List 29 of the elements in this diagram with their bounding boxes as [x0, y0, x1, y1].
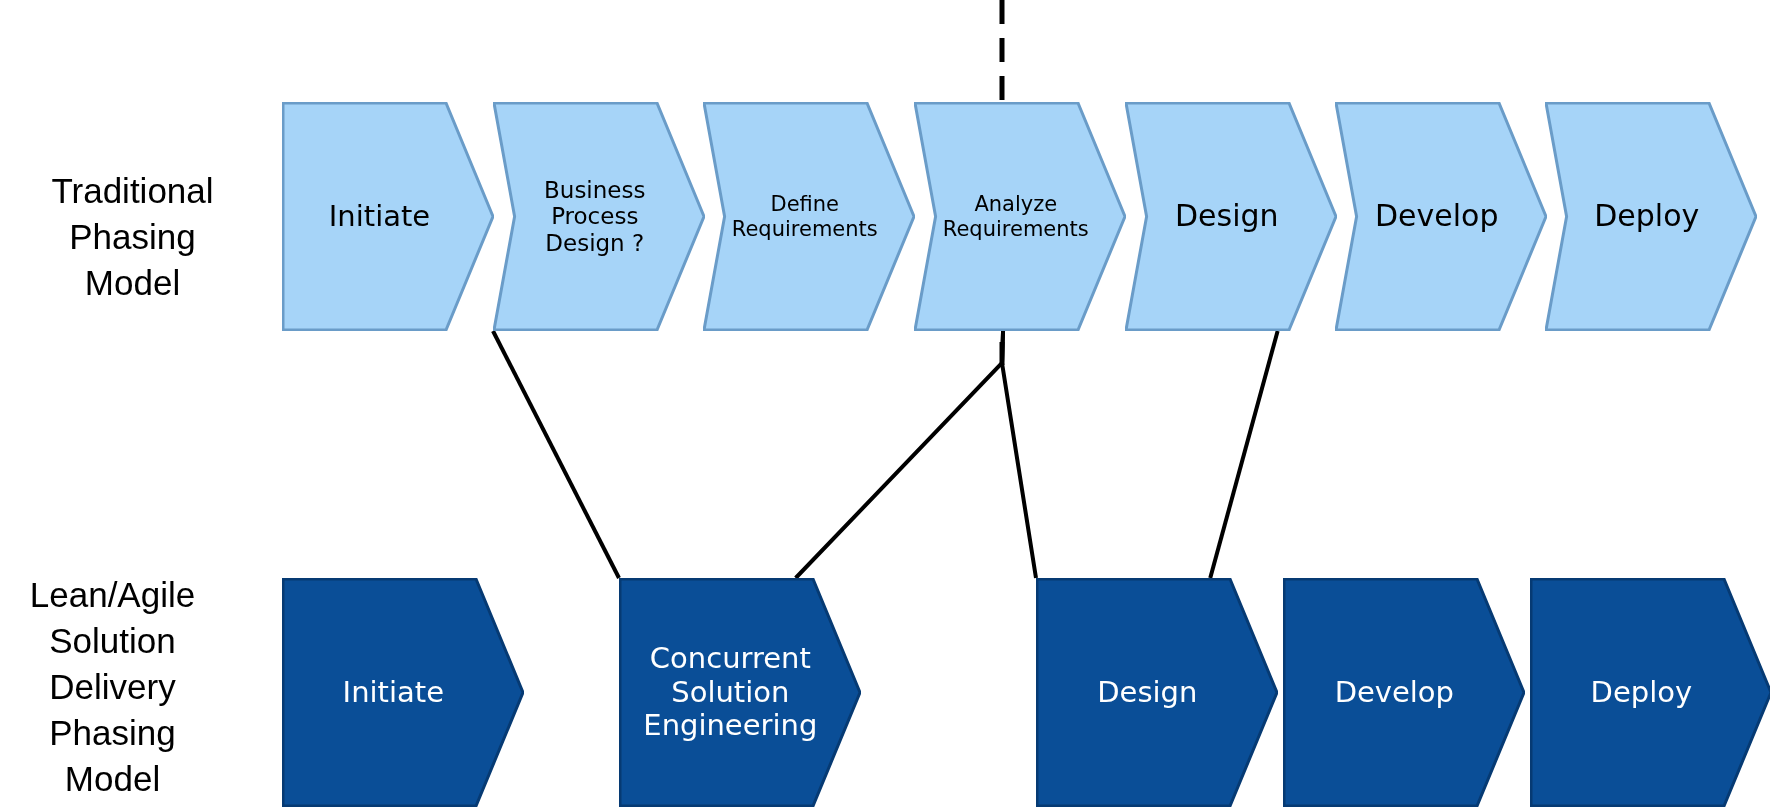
phase-label: Deploy — [1590, 675, 1693, 710]
phase-label: Business Process Design ? — [543, 176, 647, 257]
phase-step — [282, 578, 524, 807]
row-label: Traditional Phasing Model — [50, 170, 215, 304]
phase-label: Analyze Requirements — [941, 192, 1090, 241]
phase-step — [914, 102, 1126, 331]
phase-label: Define Requirements — [730, 192, 879, 241]
phase-label: Develop — [1375, 199, 1499, 234]
phase-step — [282, 102, 494, 331]
phase-label: Develop — [1334, 675, 1454, 710]
phase-label: Design — [1174, 199, 1279, 234]
row-label: Lean/Agile Solution Delivery Phasing Model — [28, 574, 197, 800]
phase-label: Initiate — [328, 199, 431, 234]
phase-step — [1036, 578, 1278, 807]
phase-step — [619, 578, 861, 807]
phase-step — [1530, 578, 1770, 807]
phase-label: Concurrent Solution Engineering — [642, 642, 819, 743]
phase-step — [1283, 578, 1525, 807]
phase-step — [1545, 102, 1757, 331]
phase-label: Initiate — [342, 675, 444, 710]
connector-line — [1000, 330, 1038, 579]
phase-step — [703, 102, 915, 331]
connector-line — [491, 330, 621, 579]
phase-step — [1335, 102, 1547, 331]
phase-label: Deploy — [1594, 199, 1700, 234]
phase-label: Design — [1097, 675, 1198, 710]
phase-step — [1125, 102, 1337, 331]
connector-line — [1208, 330, 1280, 579]
phase-step — [493, 102, 705, 331]
